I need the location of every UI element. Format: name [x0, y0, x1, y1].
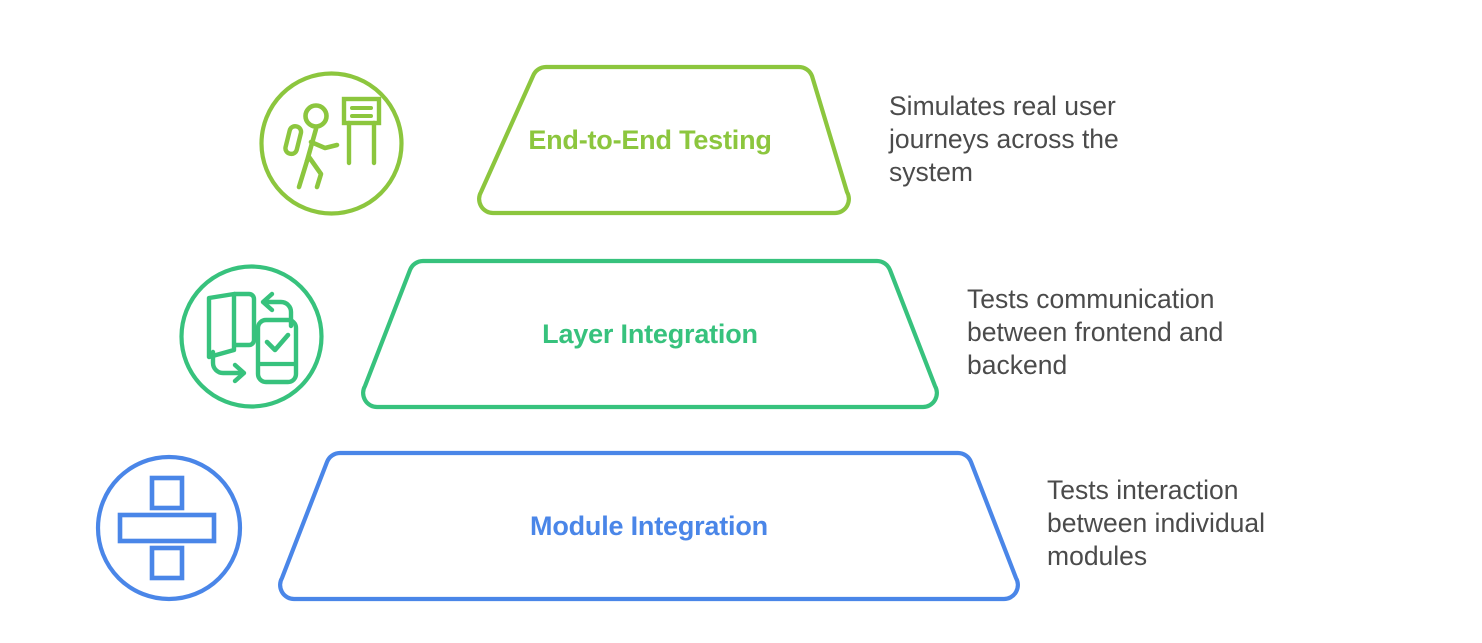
stacked-modules-icon	[95, 454, 243, 602]
band-layer-integration[interactable]: Layer Integration	[360, 256, 940, 412]
description-end-to-end-testing: Simulates real user journeys across the …	[889, 91, 1119, 187]
band-label-end-to-end-testing: End-to-End Testing	[528, 124, 772, 155]
band-end-to-end-testing[interactable]: End-to-End Testing	[440, 62, 860, 218]
description-layer-integration: Tests communication between frontend and…	[967, 284, 1224, 380]
device-exchange-arrows-icon	[179, 264, 324, 409]
band-label-module-integration: Module Integration	[530, 510, 768, 541]
description-module-integration: Tests interaction between individual mod…	[1047, 475, 1266, 571]
band-module-integration[interactable]: Module Integration	[277, 448, 1021, 604]
walking-person-signboard-icon	[259, 71, 404, 216]
band-label-layer-integration: Layer Integration	[542, 318, 758, 349]
